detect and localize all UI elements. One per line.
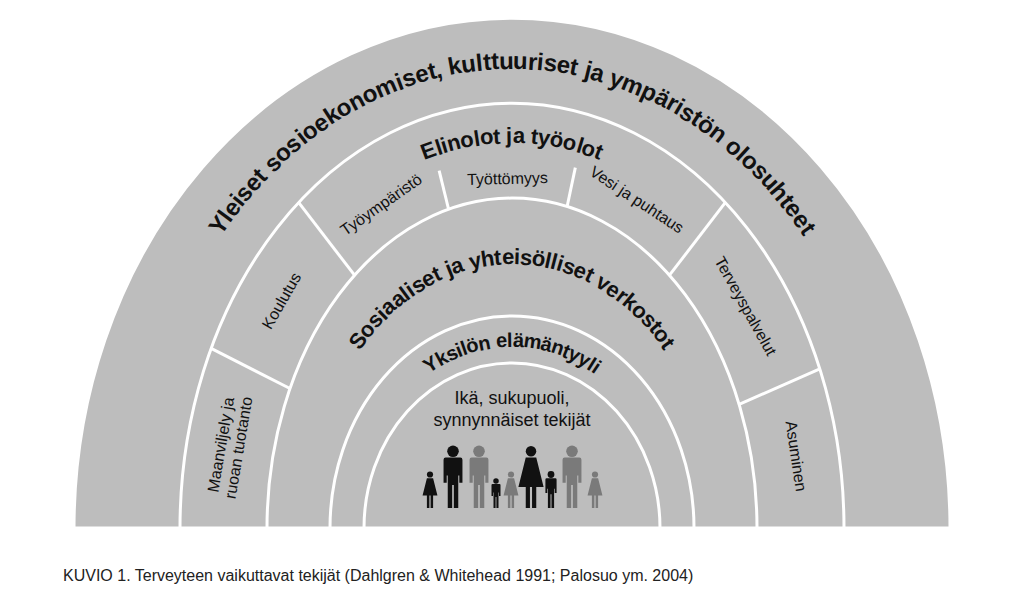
heading-letter: o <box>478 126 494 149</box>
heading-letter: l <box>507 330 513 350</box>
segment-label-box: Työttömyys <box>465 168 550 190</box>
heading-letter: t <box>492 125 501 147</box>
band-heading: Sosiaaliset ja yhteisölliset verkostot <box>267 198 757 528</box>
boy-figure <box>492 478 501 508</box>
segment-label: Työttömyys <box>465 168 550 190</box>
girl-figure <box>504 471 519 508</box>
girl-figure <box>588 471 603 508</box>
segment-divider <box>211 348 290 388</box>
lifestyle-band-outline <box>330 316 694 528</box>
segment-divider <box>567 168 575 207</box>
heading-letter: e <box>501 246 514 268</box>
woman-figure <box>518 446 543 508</box>
heading-letter: a <box>512 125 525 147</box>
heading-letter: t <box>493 246 502 269</box>
band-heading: Yleiset sosioekonomiset, kulttuuriset ja… <box>74 18 950 528</box>
segment-divider <box>739 369 820 405</box>
boy-figure <box>545 471 556 508</box>
heading-letter: t <box>490 49 499 73</box>
core-circle-shape <box>364 363 660 528</box>
heading-letter: n <box>476 332 492 354</box>
heading-letter: e <box>495 330 508 351</box>
man-figure <box>470 446 489 508</box>
core-circle-outline <box>364 363 660 528</box>
outer-band-outline <box>74 18 950 528</box>
social-network-band-outline <box>267 198 757 528</box>
man-figure <box>563 446 582 508</box>
core-circle: Ikä, sukupuoli, synnynnäiset tekijät <box>364 363 660 528</box>
man-figure <box>444 446 463 508</box>
core-text: Ikä, sukupuoli, synnynnäiset tekijät <box>405 387 620 431</box>
segment-divider <box>439 171 448 210</box>
living-conditions-band: Elinolot ja työolotMaanviljely ja ruoan … <box>180 103 844 528</box>
band-heading: Elinolot ja työolot <box>180 103 844 528</box>
lifestyle-band: Yksilön elämäntyyliIkä, sukupuoli, synny… <box>330 316 694 528</box>
living-conditions-band-outline <box>180 103 844 528</box>
social-network-band: Sosiaaliset ja yhteisölliset verkostotYk… <box>267 198 757 528</box>
heading-letter: u <box>513 49 528 73</box>
heading-letter: u <box>498 49 513 73</box>
heading-letter: j <box>506 125 512 147</box>
heading-letter <box>500 125 507 147</box>
outer-band: Yleiset sosioekonomiset, kulttuuriset ja… <box>74 18 950 528</box>
figure-caption: KUVIO 1. Terveyteen vaikuttavat tekijät … <box>63 567 693 585</box>
segment-divider <box>299 202 355 275</box>
girl-figure <box>423 471 438 508</box>
